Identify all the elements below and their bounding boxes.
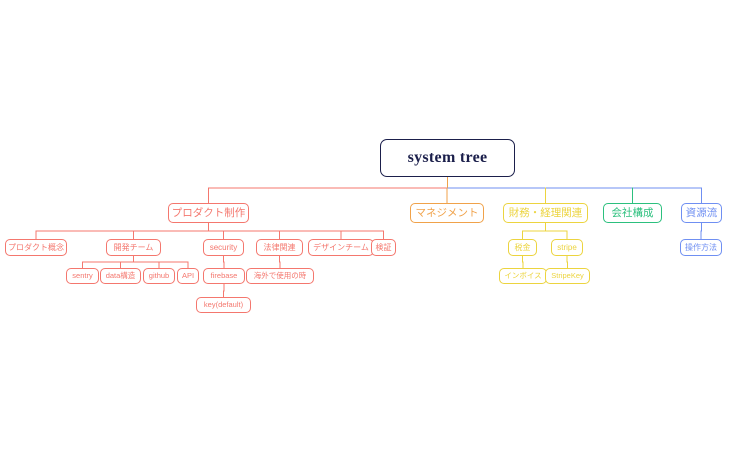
node-label: data構造 (105, 271, 136, 281)
node-api[interactable]: API (177, 268, 199, 284)
node-data-structure[interactable]: data構造 (100, 268, 141, 284)
node-label: 操作方法 (685, 242, 717, 252)
node-label: デザインチーム (313, 242, 369, 252)
node-label: API (181, 271, 195, 281)
node-label: 税金 (514, 242, 531, 252)
node-label: stripe (557, 242, 577, 252)
node-operation-method[interactable]: 操作方法 (680, 239, 722, 256)
node-label: 海外で使用の時 (253, 271, 307, 281)
node-label: 財務・経理関連 (508, 206, 583, 219)
node-label: 会社構成 (611, 206, 654, 219)
node-label: sentry (72, 271, 93, 281)
node-stripe[interactable]: stripe (551, 239, 583, 256)
node-label: プロダクト制作 (171, 206, 246, 219)
node-label: 開発チーム (113, 242, 154, 252)
node-label: 検証 (375, 242, 392, 252)
node-overseas-use[interactable]: 海外で使用の時 (246, 268, 314, 284)
node-security[interactable]: security (203, 239, 244, 256)
node-root[interactable]: system tree (380, 139, 515, 177)
node-label: 法律関連 (263, 242, 296, 252)
node-invoice[interactable]: インボイス (499, 268, 547, 284)
node-legal[interactable]: 法律関連 (256, 239, 303, 256)
node-product-concept[interactable]: プロダクト概念 (5, 239, 67, 256)
node-management[interactable]: マネジメント (410, 203, 484, 223)
node-verification[interactable]: 検証 (371, 239, 396, 256)
node-label: プロダクト概念 (8, 242, 64, 252)
node-dev-team[interactable]: 開発チーム (106, 239, 161, 256)
node-tax[interactable]: 税金 (508, 239, 537, 256)
node-label: github (148, 271, 170, 281)
node-design-team[interactable]: デザインチーム (308, 239, 374, 256)
node-company-structure[interactable]: 会社構成 (603, 203, 662, 223)
node-firebase[interactable]: firebase (203, 268, 245, 284)
node-label: key(default) (203, 300, 244, 310)
node-product[interactable]: プロダクト制作 (168, 203, 249, 223)
node-label: firebase (210, 271, 238, 281)
node-label: インボイス (504, 271, 542, 281)
node-finance[interactable]: 財務・経理関連 (503, 203, 588, 223)
node-label: system tree (407, 149, 488, 166)
node-label: security (209, 242, 238, 252)
node-sentry[interactable]: sentry (66, 268, 99, 284)
node-key-default[interactable]: key(default) (196, 297, 251, 313)
node-github[interactable]: github (143, 268, 175, 284)
node-label: 資源流 (685, 206, 718, 219)
node-resource-flow[interactable]: 資源流 (681, 203, 722, 223)
node-label: StripeKey (551, 271, 584, 281)
node-stripe-key[interactable]: StripeKey (545, 268, 590, 284)
node-label: マネジメント (415, 206, 479, 219)
